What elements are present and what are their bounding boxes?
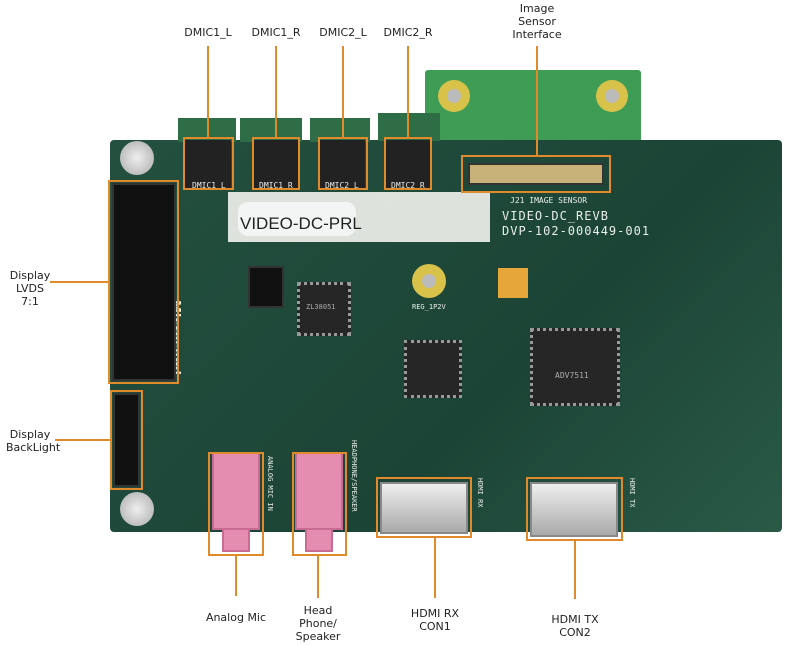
callout-line — [207, 46, 209, 138]
silk-dmic2-l: DMIC2_L — [325, 181, 359, 190]
silk-dmic2-r: DMIC2_R — [391, 181, 425, 190]
hdmi-tx-connector — [530, 482, 618, 537]
callout-dmic1-r: DMIC1_R — [251, 26, 301, 39]
silk-dmic1-r: DMIC1_R — [259, 181, 293, 190]
callout-line — [50, 281, 110, 283]
highlight-hdmi-rx — [376, 477, 472, 538]
silk-headphone: HEADPHONE/SPEAKER — [350, 440, 358, 512]
image-sensor-connector — [468, 163, 604, 185]
silk-hdmi-rx: HDMI RX — [476, 478, 484, 508]
board-revision: VIDEO-DC_REVB — [502, 209, 609, 223]
hdmi-rx-connector — [380, 482, 468, 534]
chip-u24 — [404, 340, 462, 398]
highlight-display-lvds — [108, 180, 179, 384]
board-part-number: DVP-102-000449-001 — [502, 224, 651, 238]
dmic1-l-connector — [185, 140, 231, 188]
silk-dmic1-l: DMIC1_L — [192, 181, 226, 190]
screw — [120, 141, 154, 175]
callout-hdmi-tx: HDMI TX CON2 — [551, 613, 599, 639]
callout-line — [235, 556, 237, 596]
uart-jumpers — [248, 266, 284, 308]
dmic-module — [378, 113, 440, 141]
chip-u2-adv7511: ADV7511 — [530, 328, 620, 406]
dmic2-r-connector — [386, 140, 430, 188]
lvds-header — [112, 183, 176, 381]
callout-line — [434, 538, 436, 598]
highlight-dmic1-l — [183, 137, 234, 190]
highlight-image-sensor — [461, 155, 611, 193]
highlight-dmic1-r — [252, 137, 300, 190]
callout-hdmi-rx: HDMI RX CON1 — [410, 607, 460, 633]
callout-line — [407, 46, 409, 138]
silk-analog-mic-in: ANALOG MIC IN — [266, 456, 274, 511]
callout-line — [55, 439, 110, 441]
callout-display-lvds: Display LVDS 7:1 — [9, 269, 51, 308]
callout-dmic2-l: DMIC2_L — [319, 26, 367, 39]
callout-display-backlight: Display BackLight — [6, 428, 61, 454]
silk-j21: J21 IMAGE SENSOR — [510, 196, 588, 205]
highlight-headphone — [292, 452, 347, 556]
callout-image-sensor: Image Sensor Interface — [512, 2, 562, 41]
highlight-dmic2-l — [318, 137, 368, 190]
callout-analog-mic: Analog Mic — [205, 611, 267, 624]
chip-u5: ZL38051 — [297, 282, 351, 336]
screw — [120, 492, 154, 526]
silk-hdmi-tx: HDMI TX — [628, 478, 636, 508]
headphone-jack-barrel — [305, 528, 333, 552]
callout-line — [342, 46, 344, 138]
dmic1-r-connector — [254, 140, 298, 188]
callout-line — [317, 556, 319, 598]
callout-dmic1-l: DMIC1_L — [184, 26, 232, 39]
callout-headphone: Head Phone/ Speaker — [295, 604, 341, 643]
label-sticker: VIDEO-DC-PRL — [228, 192, 490, 242]
analog-mic-jack-barrel — [222, 528, 250, 552]
mounting-hole — [596, 80, 628, 112]
silk-reg: REG_1P2V — [412, 303, 446, 311]
backlight-header — [113, 393, 140, 487]
dmic2-l-connector — [320, 140, 365, 188]
callout-line — [574, 541, 576, 599]
mounting-hole — [438, 80, 470, 112]
mounting-hole — [412, 264, 446, 298]
highlight-display-backlight — [110, 390, 143, 490]
callout-line — [275, 46, 277, 138]
sticker-text: VIDEO-DC-PRL — [240, 214, 362, 233]
tantalum-capacitor — [498, 268, 528, 298]
highlight-analog-mic — [208, 452, 264, 556]
callout-dmic2-r: DMIC2_R — [383, 26, 433, 39]
callout-line — [536, 46, 538, 156]
highlight-hdmi-tx — [526, 477, 623, 541]
highlight-dmic2-r — [384, 137, 432, 190]
